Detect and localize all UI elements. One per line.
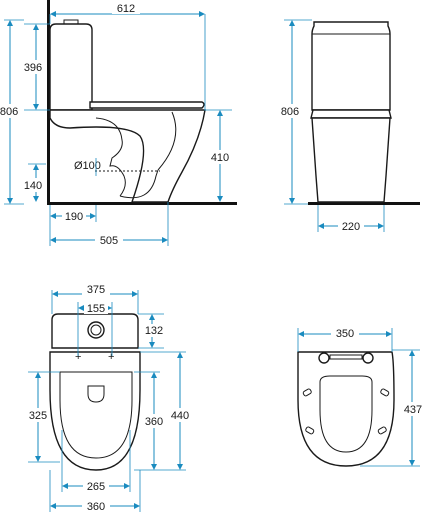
- dim-label-tank-depth: 132: [145, 325, 163, 337]
- seat-opening: [319, 375, 373, 453]
- dim-label-seat-length: 437: [404, 404, 422, 416]
- dim-label-total-height: 806: [0, 106, 18, 118]
- dim-label-seat-height: 410: [211, 152, 229, 164]
- dim-label-outlet-diameter: Ø100: [74, 160, 101, 172]
- dim-label-button-spacing: 155: [87, 303, 105, 315]
- seat-bumper: [305, 426, 315, 435]
- dim-label-outlet-height: 140: [24, 180, 42, 192]
- dim-label-outlet-offset: 190: [65, 211, 83, 223]
- floor-line: [47, 202, 237, 205]
- dim-label-bowl-width: 360: [87, 501, 105, 513]
- svg-text:+: +: [75, 351, 81, 363]
- svg-text:+: +: [108, 351, 114, 363]
- dim-label-tank-height: 396: [24, 62, 42, 74]
- top-view: + + 375 155 132 325 360: [26, 283, 192, 513]
- front-view: 806 220: [280, 19, 420, 233]
- dim-label-bowl-inner-length: 325: [29, 410, 47, 422]
- side-bowl: [49, 109, 206, 203]
- dim-label-seat-width: 350: [336, 328, 354, 340]
- side-trap: [95, 117, 126, 197]
- dim-label-overall-length: 440: [171, 410, 189, 422]
- seat-view: 350 437: [297, 327, 425, 467]
- seat-bumper: [302, 388, 312, 397]
- side-tank: [49, 23, 93, 111]
- top-bowl: [49, 351, 141, 471]
- seat-bumper: [377, 426, 387, 435]
- wall-line: [47, 0, 50, 205]
- flush-button: [63, 19, 79, 25]
- top-bowl-rim: [59, 371, 133, 459]
- dim-label-total-depth: 612: [117, 3, 135, 15]
- dim-label-base-depth: 505: [100, 235, 118, 247]
- hinge-left: [318, 352, 330, 364]
- dim-label-bowl-length: 360: [145, 416, 163, 428]
- seat-outline: [297, 351, 395, 467]
- dim-label-tank-width: 375: [87, 284, 105, 296]
- flush-button-top: [87, 321, 105, 339]
- dim-label-front-base-width: 220: [342, 221, 360, 233]
- front-floor-line: [308, 202, 420, 205]
- hinge-right: [362, 352, 374, 364]
- top-drain: [87, 385, 105, 403]
- front-tank: [311, 21, 391, 111]
- dim-label-inner-width: 265: [87, 481, 105, 493]
- front-seat: [310, 109, 392, 119]
- side-seat: [89, 101, 205, 109]
- side-view: 612 396 806 140 Ø100 410 190: [0, 0, 237, 247]
- seat-bumper: [380, 388, 390, 397]
- front-bowl: [311, 117, 391, 203]
- dim-label-front-total-height: 806: [281, 106, 299, 118]
